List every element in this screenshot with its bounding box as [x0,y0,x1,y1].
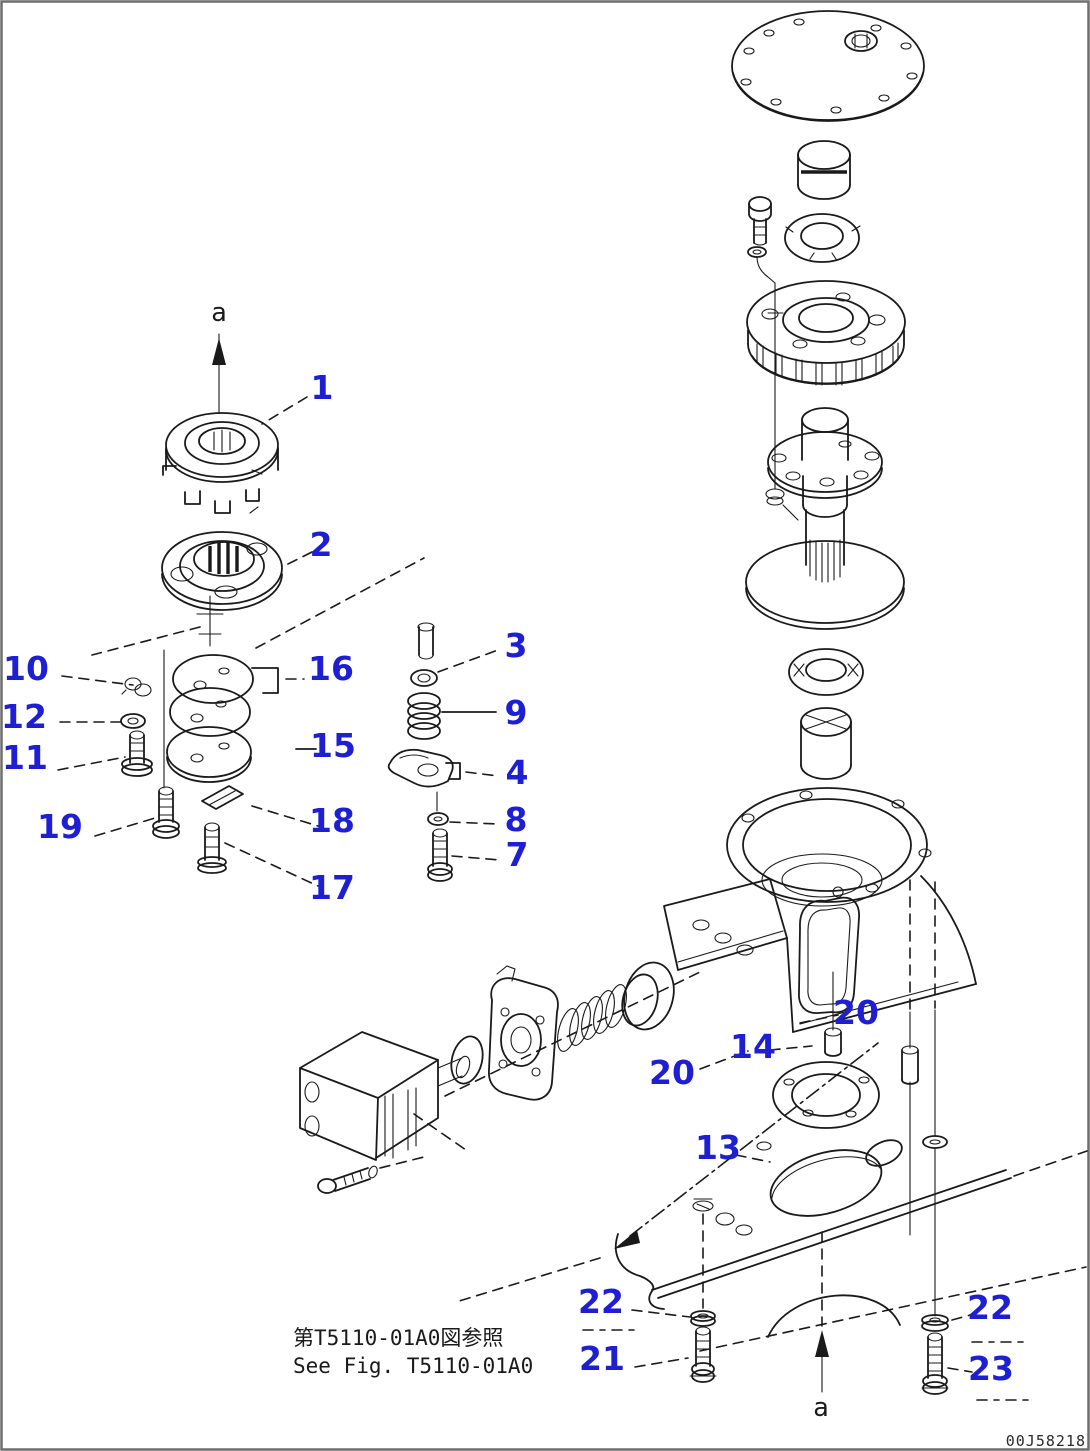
callout-23: 23 [968,1349,1014,1388]
part-4-rocker [387,748,461,788]
part-14-stud [824,971,842,1057]
callout-10: 10 [3,649,49,688]
part-10-clip [121,677,152,697]
callout-19: 19 [37,807,83,846]
drawing-number: 00J58218 [1006,1432,1086,1450]
part-hydraulic-motor [299,1031,471,1161]
callout-16: 16 [308,649,354,688]
callout-7: 7 [506,835,529,874]
plate-edge-arrow-icon [614,1230,640,1249]
part-2-flange-plate [161,531,283,647]
part-13-flange-ring [772,1061,880,1129]
part-7-bolt [427,828,453,882]
callout-9: 9 [505,693,528,732]
part-12-washer [120,713,146,729]
callout-22-left: 22 [578,1282,624,1321]
callout-13: 13 [695,1128,741,1167]
part-seal-ring [788,648,864,696]
part-cover-plate [731,10,925,122]
callout-4: 4 [506,753,529,792]
callout-12: 12 [1,697,47,736]
part-splined-shaft [745,509,905,630]
part-3-pin-and-ring [410,622,438,687]
callout-8: 8 [505,800,528,839]
leader-lines [57,396,1029,1401]
callout-20-left: 20 [649,1053,695,1092]
arrow-up-icon [815,1330,829,1357]
part-bushing-lower [800,707,852,780]
callout-3: 3 [505,626,528,665]
part-ring-gear [746,280,906,386]
part-22-washer-left [690,1310,716,1327]
part-23-bolt [921,1332,949,1395]
part-22-washer-hidden [922,1009,948,1317]
callout-15: 15 [310,726,356,765]
part-11-pin [121,730,153,777]
callout-18: 18 [309,801,355,840]
part-gear-case [663,787,977,1033]
part-8-washer [427,791,449,826]
part-gasket-oval [450,1035,484,1085]
part-end-cap [621,961,675,1031]
part-20-sleeve-right [901,1011,919,1236]
callouts: 1 2 10 12 11 19 16 15 18 17 3 9 4 8 7 20… [1,368,1014,1388]
arrow-up-icon [212,338,226,365]
parts-15-16-disc-stack [166,654,279,783]
section-arrow-a-bottom [815,1231,829,1393]
part-flange-hub [767,407,883,518]
reference-note-jp: 第T5110-01A0図参照 [293,1326,503,1350]
callout-21: 21 [579,1339,625,1378]
callout-14: 14 [730,1027,776,1066]
part-brake-valve-flange [488,965,559,1101]
callout-1: 1 [311,368,334,407]
part-bellows-spring [557,984,627,1052]
callout-17: 17 [309,868,355,907]
part-1-carrier-cover [162,412,279,514]
callout-20-right: 20 [833,993,879,1032]
callout-2: 2 [310,525,333,564]
section-arrow-a-top [212,333,226,413]
base-plate [455,1042,1088,1352]
axis-marker-a-top: a [211,298,227,328]
callout-11: 11 [2,738,48,777]
part-18-bracket [201,785,244,810]
part-17-pin [197,822,227,874]
reference-note-en: See Fig. T5110-01A0 [293,1354,533,1378]
part-22-washer-right [921,1314,949,1332]
part-motor-bolt [317,1165,378,1194]
part-ring-nut [784,213,861,263]
part-19-bolt [152,786,180,839]
part-9-spring [407,692,497,740]
callout-22-right: 22 [967,1288,1013,1327]
part-bushing-upper [797,140,851,200]
axis-marker-a-bottom: a [813,1393,829,1423]
part-21-bolt [689,1326,717,1383]
